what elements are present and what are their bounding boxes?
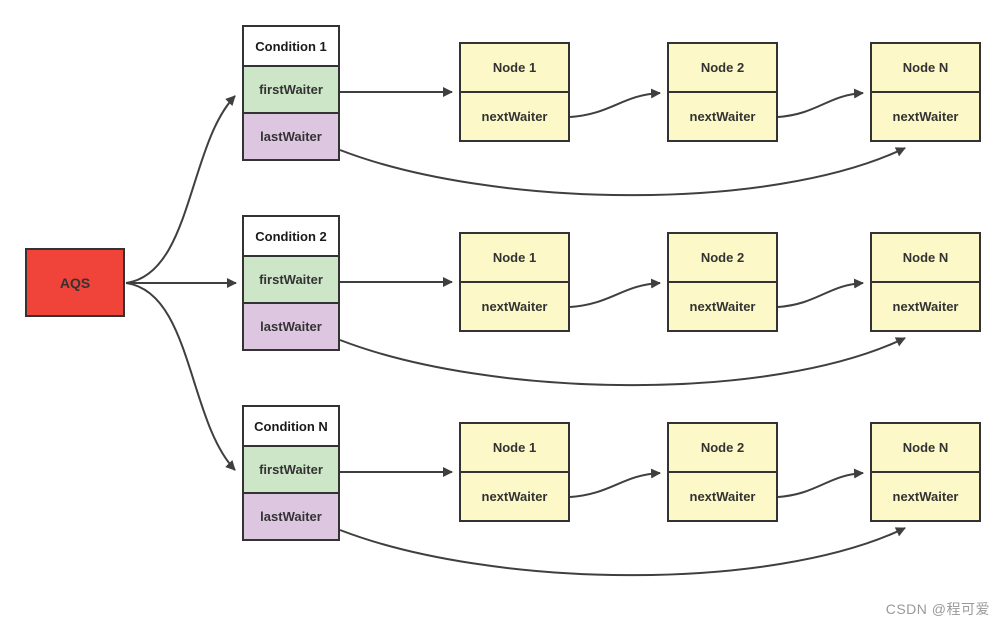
row3-node-n: Node N nextWaiter	[870, 422, 981, 522]
node-nextwaiter-cell: nextWaiter	[669, 91, 776, 140]
condition-2-box: Condition 2 firstWaiter lastWaiter	[242, 215, 340, 351]
condition-title: Condition 2	[244, 217, 338, 255]
node-nextwaiter-cell: nextWaiter	[669, 471, 776, 520]
arrow-row3-node1-to-node2	[569, 468, 661, 498]
arrow-row2-node2-to-noden	[777, 278, 864, 308]
arrow-row3-node2-to-noden	[777, 468, 864, 498]
condition-1-firstwaiter-cell: firstWaiter	[244, 65, 338, 112]
node-title: Node 2	[700, 250, 745, 265]
condition-1-lastwaiter-cell: lastWaiter	[244, 112, 338, 159]
row2-node-2: Node 2 nextWaiter	[667, 232, 778, 332]
node-nextwaiter-cell: nextWaiter	[461, 91, 568, 140]
condition-n-lastwaiter-cell: lastWaiter	[244, 492, 338, 539]
row2-node-n: Node N nextWaiter	[870, 232, 981, 332]
arrow-condition2-lastwaiter-to-noden	[339, 337, 906, 387]
arrow-aqs-to-condition-1	[125, 95, 236, 284]
node-title: Node 2	[700, 440, 745, 455]
arrow-condition1-lastwaiter-to-noden	[339, 147, 906, 197]
row1-node-n: Node N nextWaiter	[870, 42, 981, 142]
row3-node-2: Node 2 nextWaiter	[667, 422, 778, 522]
arrow-row1-node2-to-noden	[777, 88, 864, 118]
row1-node-1: Node 1 nextWaiter	[459, 42, 570, 142]
node-title: Node 1	[492, 60, 537, 75]
aqs-box: AQS	[25, 248, 125, 317]
node-nextwaiter-cell: nextWaiter	[872, 471, 979, 520]
node-title: Node 1	[492, 440, 537, 455]
arrow-aqs-to-condition-n	[125, 282, 236, 471]
node-nextwaiter-cell: nextWaiter	[669, 281, 776, 330]
csdn-watermark: CSDN @程可爱	[885, 601, 990, 617]
node-nextwaiter-cell: nextWaiter	[461, 281, 568, 330]
node-title: Node 2	[700, 60, 745, 75]
node-title: Node N	[902, 250, 949, 265]
node-nextwaiter-cell: nextWaiter	[461, 471, 568, 520]
node-nextwaiter-cell: nextWaiter	[872, 281, 979, 330]
row1-node-2: Node 2 nextWaiter	[667, 42, 778, 142]
node-title: Node 1	[492, 250, 537, 265]
condition-title: Condition 1	[244, 27, 338, 65]
row3-node-1: Node 1 nextWaiter	[459, 422, 570, 522]
aqs-label: AQS	[59, 274, 91, 291]
row2-node-1: Node 1 nextWaiter	[459, 232, 570, 332]
arrow-row1-node1-to-node2	[569, 88, 661, 118]
condition-n-box: Condition N firstWaiter lastWaiter	[242, 405, 340, 541]
condition-n-firstwaiter-cell: firstWaiter	[244, 445, 338, 492]
node-title: Node N	[902, 60, 949, 75]
condition-1-box: Condition 1 firstWaiter lastWaiter	[242, 25, 340, 161]
condition-2-firstwaiter-cell: firstWaiter	[244, 255, 338, 302]
arrow-conditionn-lastwaiter-to-noden	[339, 527, 906, 577]
node-title: Node N	[902, 440, 949, 455]
condition-2-lastwaiter-cell: lastWaiter	[244, 302, 338, 349]
node-nextwaiter-cell: nextWaiter	[872, 91, 979, 140]
condition-title: Condition N	[244, 407, 338, 445]
arrow-row2-node1-to-node2	[569, 278, 661, 308]
